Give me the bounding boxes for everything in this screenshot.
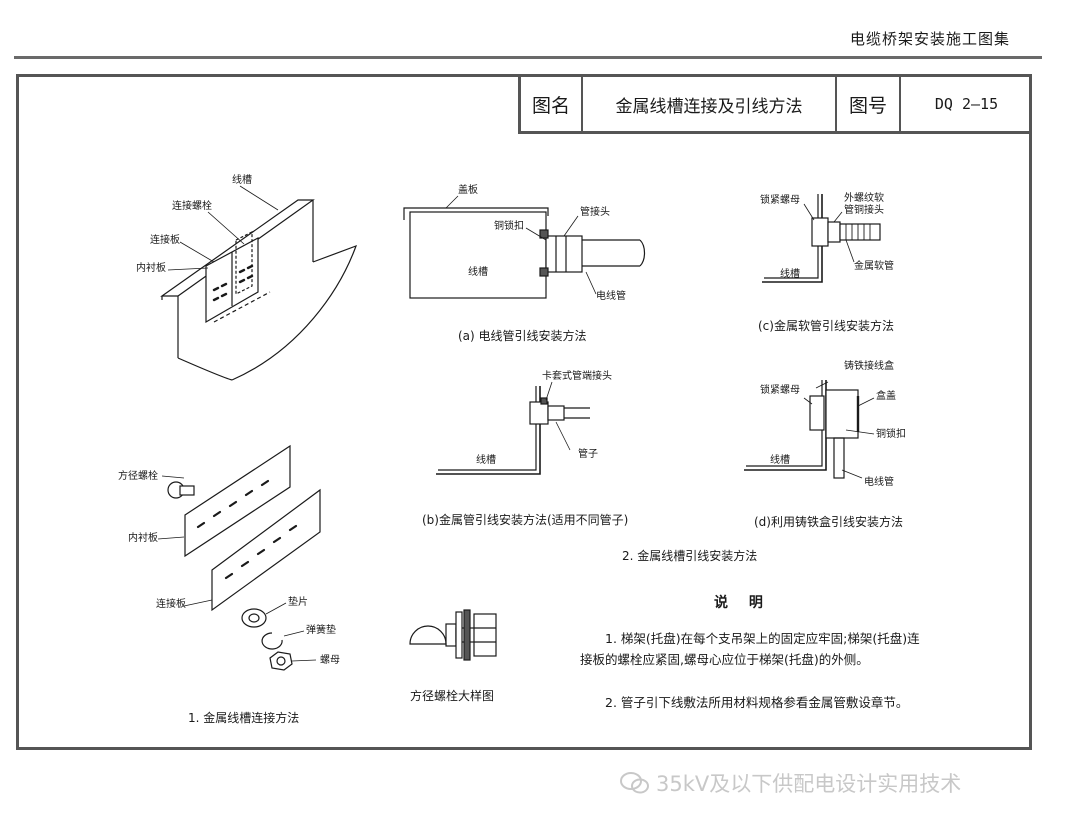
wechat-icon — [620, 772, 649, 794]
label-ext-thread: 外螺纹软 — [844, 193, 884, 204]
trough-joint-drawing — [160, 185, 358, 381]
title-block: 图名 金属线槽连接及引线方法 图号 DQ 2—15 — [518, 77, 1032, 134]
drawing-frame — [16, 74, 1032, 750]
label-joint-plate: 连接板 — [150, 235, 180, 246]
label-liner-plate: 内衬板 — [136, 263, 166, 274]
label-spring-washer: 弹簧垫 — [306, 625, 336, 636]
note-item-2: 2. 管子引下线敷法所用材料规格参看金属管敷设章节。 — [605, 695, 909, 710]
label-nut: 螺母 — [320, 655, 340, 666]
caption-fig-c: (c)金属软管引线安装方法 — [758, 319, 894, 333]
notes-title: 说 明 — [714, 595, 771, 611]
caption-fig2: 2. 金属线槽引线安装方法 — [622, 549, 758, 563]
label-trough-d: 线槽 — [770, 455, 790, 466]
fig-d-drawing — [744, 380, 875, 479]
caption-fig-b: (b)金属管引线安装方法(适用不同管子) — [422, 513, 629, 527]
drawing-name-label: 图名 — [521, 77, 583, 131]
label-liner-plate-2: 内衬板 — [128, 533, 158, 544]
label-conduit-a: 电线管 — [596, 291, 626, 302]
header-rule — [14, 56, 1042, 59]
label-copper-lock-d: 铜锁扣 — [876, 429, 906, 440]
square-bolt-detail — [409, 609, 497, 661]
label-trough-a: 线槽 — [468, 267, 488, 278]
book-title: 电缆桥架安装施工图集 — [850, 30, 1011, 48]
caption-fig-d: (d)利用铸铁盒引线安装方法 — [754, 515, 903, 529]
fig-c-drawing — [762, 194, 881, 283]
caption-fig-a: (a) 电线管引线安装方法 — [458, 329, 587, 343]
label-conduit-d: 电线管 — [864, 477, 894, 488]
fig-b-drawing — [436, 381, 590, 475]
label-ext-thread-2: 管铜接头 — [844, 205, 884, 216]
label-copper-lock-a: 铜锁扣 — [494, 221, 524, 232]
label-square-bolt: 方径螺栓 — [118, 471, 158, 482]
label-cast-box: 铸铁接线盒 — [844, 361, 894, 372]
label-washer: 垫片 — [288, 597, 308, 608]
label-trough-1: 线槽 — [232, 175, 252, 186]
drawing-code-label: 图号 — [837, 77, 901, 131]
fig-a-drawing — [403, 195, 646, 299]
label-trough-c: 线槽 — [780, 269, 800, 280]
label-trough-b: 线槽 — [476, 455, 496, 466]
label-joint-plate-2: 连接板 — [156, 599, 186, 610]
note-item-1: 1. 梯架(托盘)在每个支吊架上的固定应牢固;梯架(托盘)连接板的螺栓应紧固,螺… — [580, 631, 920, 667]
caption-bolt-detail: 方径螺栓大样图 — [410, 689, 495, 703]
exploded-joint-drawing — [157, 444, 321, 671]
watermark: 35kV及以下供配电设计实用技术 — [620, 768, 961, 798]
label-flex-pipe: 金属软管 — [854, 261, 894, 272]
label-lock-nut-d: 锁紧螺母 — [760, 385, 800, 396]
drawing-name: 金属线槽连接及引线方法 — [583, 77, 837, 131]
label-box-cover: 盒盖 — [876, 391, 896, 402]
label-lock-nut-c: 锁紧螺母 — [760, 195, 800, 206]
label-joint-bolt: 连接螺栓 — [172, 201, 212, 212]
label-cover: 盖板 — [458, 185, 478, 196]
watermark-text: 35kV及以下供配电设计实用技术 — [656, 772, 962, 796]
label-pipe-b: 管子 — [578, 449, 598, 460]
caption-fig1: 1. 金属线槽连接方法 — [188, 711, 300, 725]
label-ferrule-joint: 卡套式管端接头 — [542, 371, 612, 382]
label-pipe-joint: 管接头 — [580, 207, 610, 218]
drawing-code: DQ 2—15 — [934, 95, 999, 113]
